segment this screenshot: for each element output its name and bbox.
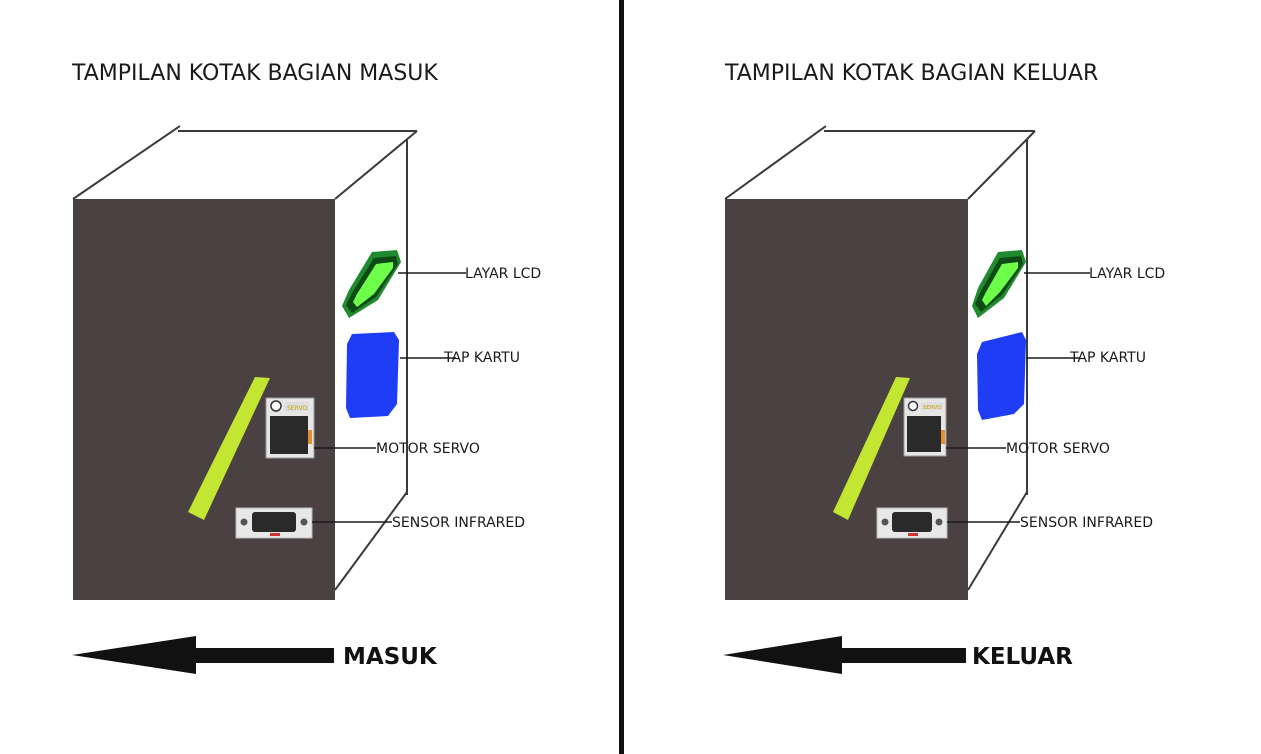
servo-label: MOTOR SERVO <box>376 441 480 457</box>
lcd-screen <box>972 250 1026 318</box>
panel-title: TAMPILAN KOTAK BAGIAN MASUK <box>71 61 438 86</box>
panel-masuk: TAMPILAN KOTAK BAGIAN MASUK LAYAR LCD TA… <box>71 61 541 674</box>
lcd-label: LAYAR LCD <box>465 266 541 282</box>
direction-arrow-left <box>72 636 334 674</box>
panel-keluar: TAMPILAN KOTAK BAGIAN KELUAR LAYAR LCD T… <box>723 61 1165 674</box>
panel-title: TAMPILAN KOTAK BAGIAN KELUAR <box>724 61 1098 86</box>
infrared-sensor <box>877 508 947 538</box>
servo-sticker-text: SERVO <box>287 405 307 412</box>
sensor-label: SENSOR INFRARED <box>1020 515 1153 531</box>
infrared-sensor <box>236 508 312 538</box>
direction-label: KELUAR <box>972 644 1073 670</box>
direction-arrow-left <box>723 636 966 674</box>
lcd-screen <box>342 250 401 318</box>
tap-label: TAP KARTU <box>1069 350 1146 366</box>
card-reader-pad <box>977 332 1026 420</box>
card-reader-pad <box>346 332 399 418</box>
direction-label: MASUK <box>343 644 438 670</box>
servo-sticker-text: SERVO <box>923 405 942 411</box>
center-divider <box>619 0 624 754</box>
servo-motor: SERVO <box>266 398 314 458</box>
sensor-label: SENSOR INFRARED <box>392 515 525 531</box>
lcd-label: LAYAR LCD <box>1089 266 1165 282</box>
servo-label: MOTOR SERVO <box>1006 441 1110 457</box>
tap-label: TAP KARTU <box>443 350 520 366</box>
servo-motor: SERVO <box>904 398 946 456</box>
